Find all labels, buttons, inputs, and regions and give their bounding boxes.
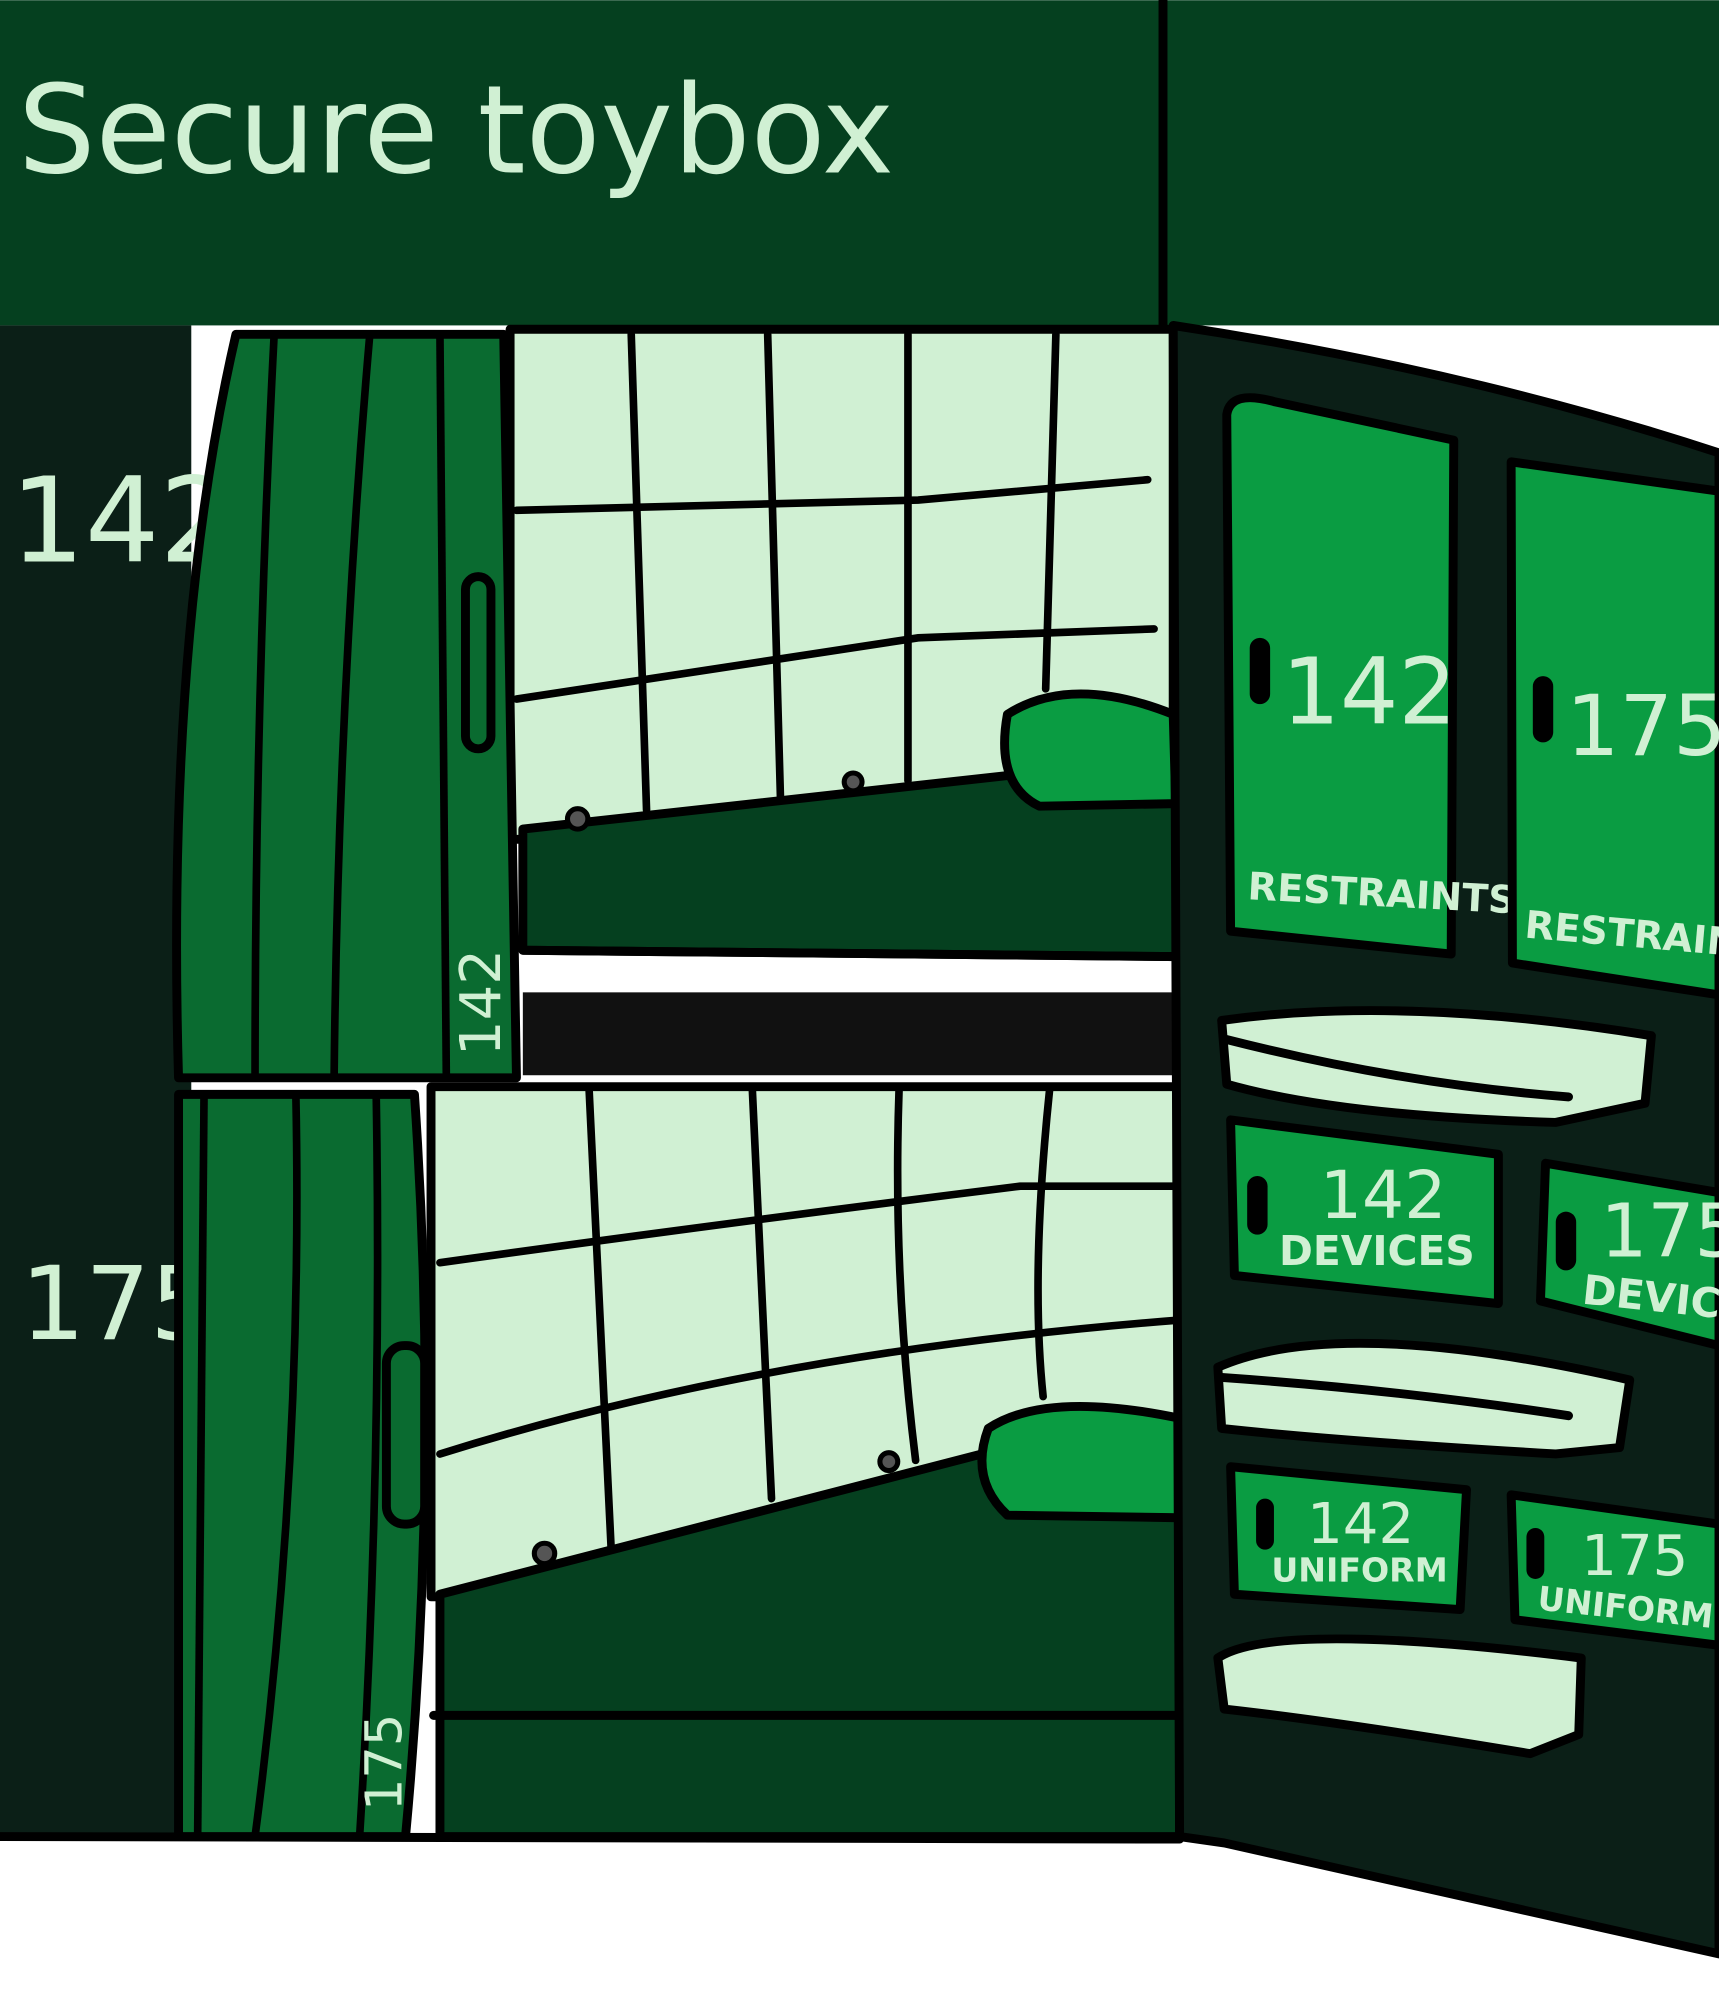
title: Secure toybox <box>18 58 894 201</box>
lower-bunk-door[interactable]: 175 <box>174 1089 430 1842</box>
door-handle[interactable] <box>460 572 496 754</box>
locker-number: 142 <box>1282 638 1457 745</box>
lower-bunk: 175 <box>174 1082 1186 1842</box>
locker-number: 175 <box>1566 677 1719 775</box>
locker-uniform-175[interactable]: 175 UNIFORM <box>1506 1490 1719 1650</box>
upper-bunk: 142 <box>172 324 1185 1083</box>
locker-number: 142 <box>1320 1156 1447 1234</box>
shelf-3 <box>1213 1634 1586 1759</box>
locker-label: DEVICES <box>1279 1227 1475 1275</box>
locker-number: 142 <box>1307 1492 1414 1557</box>
floor-line <box>0 1832 1185 1844</box>
locker-number: 175 <box>1600 1188 1719 1274</box>
top-band <box>0 0 1719 326</box>
door-handle[interactable] <box>381 1341 430 1529</box>
upper-bunk-door[interactable]: 142 <box>172 329 521 1083</box>
locker-restraints-142[interactable]: 142 RESTRAINTS <box>1222 393 1517 959</box>
locker-number: 175 <box>1581 1524 1688 1589</box>
locker-label: UNIFORM <box>1271 1551 1447 1590</box>
locker-devices-142[interactable]: 142 DEVICES <box>1226 1115 1503 1308</box>
locker-devices-175[interactable]: 175 DEVICES <box>1536 1158 1719 1351</box>
left-wall <box>0 325 192 1837</box>
locker-restraints-175[interactable]: 175 RESTRAINTS <box>1506 457 1719 1000</box>
shelf-1 <box>1217 1006 1656 1127</box>
lower-door-label: 175 <box>356 1714 415 1811</box>
upper-door-label: 142 <box>449 949 514 1056</box>
shelf-2 <box>1213 1338 1635 1459</box>
locker-uniform-142[interactable]: 142 UNIFORM <box>1226 1462 1471 1615</box>
